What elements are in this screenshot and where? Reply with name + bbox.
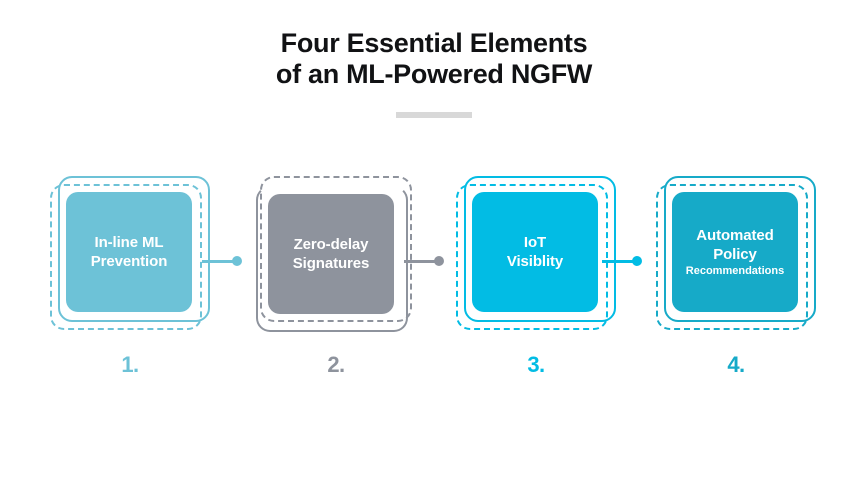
card-tile: Zero-delay Signatures xyxy=(268,194,394,314)
card-title-line-1: IoT xyxy=(523,234,547,251)
card-dashed-frame xyxy=(456,184,608,330)
step-number-3: 3. xyxy=(527,352,545,377)
card-dashed-frame xyxy=(260,176,412,322)
title-divider xyxy=(396,112,472,118)
step-number-4: 4. xyxy=(727,352,745,377)
card-title-line-1: In-line ML xyxy=(94,234,164,251)
page-title-line-1: Four Essential Elements xyxy=(280,28,588,58)
card-tile: Automated Policy Recommendations xyxy=(672,192,798,312)
card-title: Automated Policy xyxy=(696,226,774,264)
step-number-1: 1. xyxy=(121,352,139,377)
connector-dot-icon xyxy=(232,256,242,266)
card-dashed-frame xyxy=(656,184,808,330)
card-subtitle: Recommendations xyxy=(685,265,785,277)
connector-line xyxy=(202,260,236,263)
step-numbers: 1. 2. 3. 4. xyxy=(0,352,868,386)
element-card-4[interactable]: Automated Policy Recommendations xyxy=(656,176,816,336)
card-solid-frame xyxy=(58,176,210,322)
element-card-1[interactable]: In-line ML Prevention xyxy=(50,176,210,336)
card-title-line-1: Automated xyxy=(696,227,774,244)
card-solid-frame xyxy=(464,176,616,322)
card-solid-frame xyxy=(256,186,408,332)
card-title-line-1: Zero-delay xyxy=(293,236,369,253)
card-title-line-2: Signatures xyxy=(292,255,370,272)
card-dashed-frame xyxy=(50,184,202,330)
connector-line xyxy=(602,260,636,263)
element-card-3[interactable]: IoT Visiblity xyxy=(456,176,616,336)
card-solid-frame xyxy=(664,176,816,322)
card-title-line-2: Prevention xyxy=(90,253,168,270)
card-title: Zero-delay Signatures xyxy=(293,235,370,273)
page-title-line-2: of an ML-Powered NGFW xyxy=(275,59,593,89)
card-title: IoT Visiblity xyxy=(507,233,563,271)
card-tile: In-line ML Prevention xyxy=(66,192,192,312)
card-title-line-2: Visiblity xyxy=(506,253,564,270)
element-card-2[interactable]: Zero-delay Signatures xyxy=(256,176,416,336)
elements-row: In-line ML Prevention Zero-delay Signatu… xyxy=(0,176,868,386)
card-tile: IoT Visiblity xyxy=(472,192,598,312)
card-title-line-2: Policy xyxy=(713,246,757,263)
connector-dot-icon xyxy=(434,256,444,266)
connector-dot-icon xyxy=(632,256,642,266)
page-title: Four Essential Elements of an ML-Powered… xyxy=(0,28,868,90)
card-title: In-line ML Prevention xyxy=(91,233,168,271)
step-number-2: 2. xyxy=(327,352,345,377)
connector-line xyxy=(404,260,438,263)
